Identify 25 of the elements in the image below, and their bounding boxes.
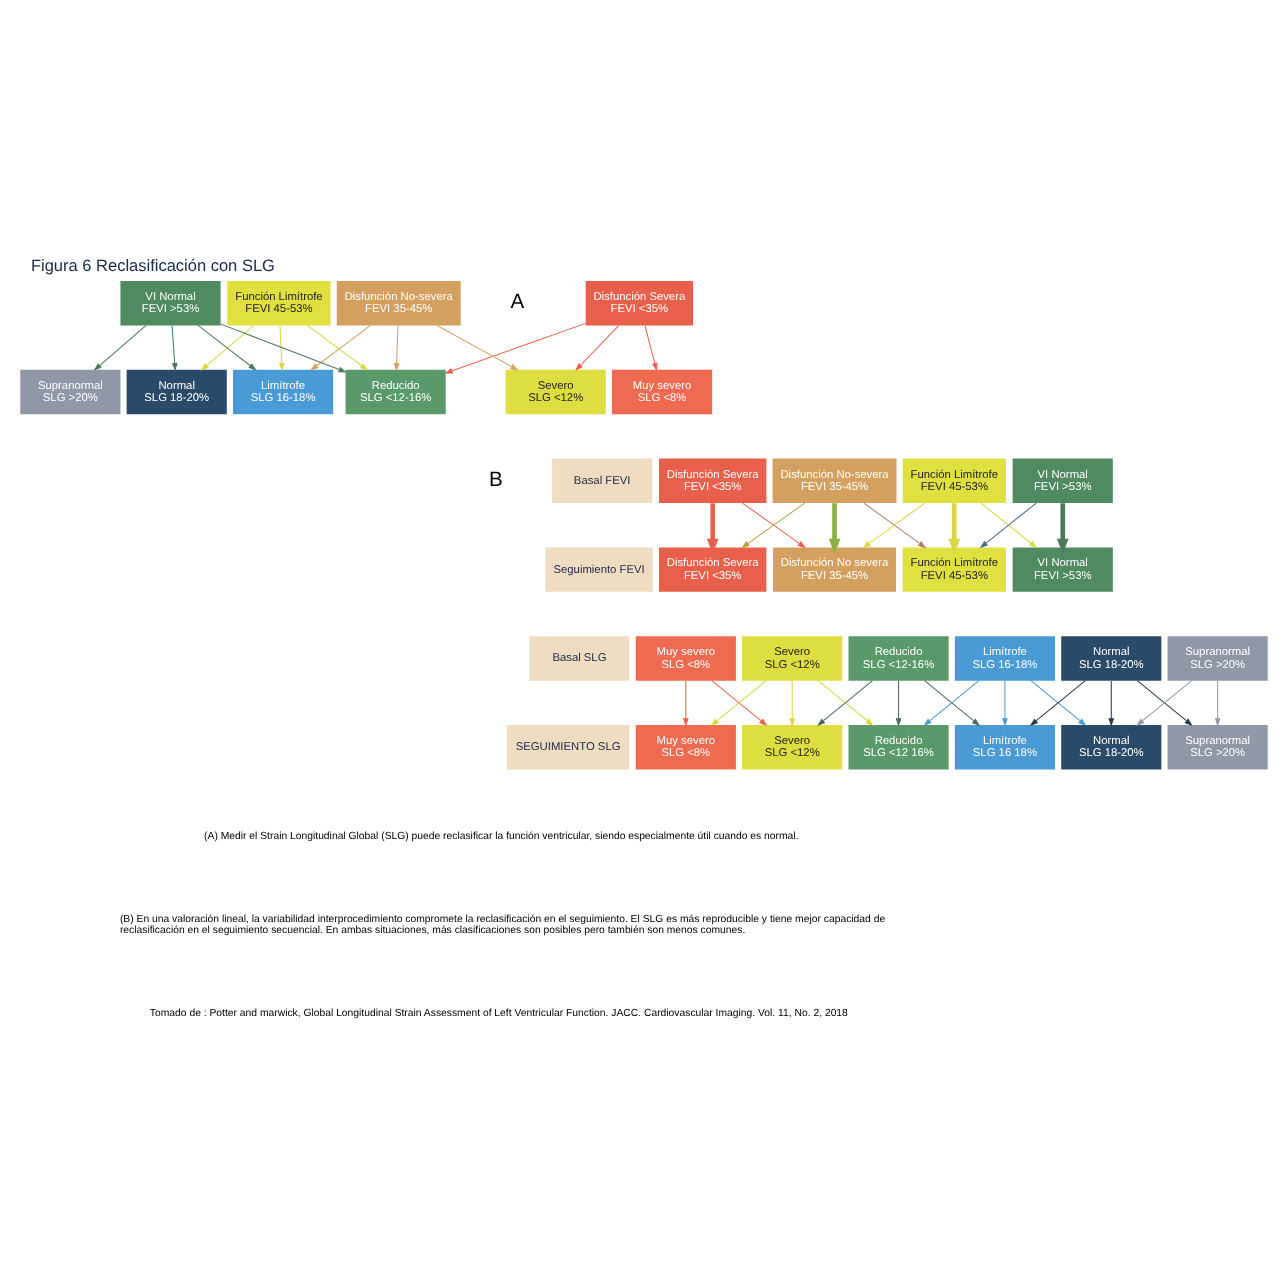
arrow xyxy=(895,679,902,726)
arrow xyxy=(741,501,806,548)
label: B xyxy=(488,468,503,491)
diagram-title: Figura 6 Reclasificación con SLG xyxy=(30,256,275,275)
arrow xyxy=(171,324,178,371)
arrow xyxy=(1056,502,1069,553)
arrow xyxy=(575,324,620,370)
arrow xyxy=(1108,679,1115,726)
arrow xyxy=(220,322,347,372)
arrow xyxy=(644,324,658,371)
arrow xyxy=(706,502,719,553)
label: A xyxy=(510,291,525,314)
arrow xyxy=(682,679,689,726)
arrow xyxy=(817,679,874,725)
arrow xyxy=(436,323,519,370)
arrow xyxy=(393,324,400,371)
arrow xyxy=(789,679,796,726)
arrow xyxy=(93,324,147,370)
arrow xyxy=(948,502,961,553)
arrow xyxy=(1214,679,1221,726)
arrow xyxy=(278,324,285,371)
arrow xyxy=(444,321,587,373)
arrow xyxy=(1136,679,1193,725)
arrow xyxy=(828,502,841,553)
arrow xyxy=(1002,679,1008,726)
